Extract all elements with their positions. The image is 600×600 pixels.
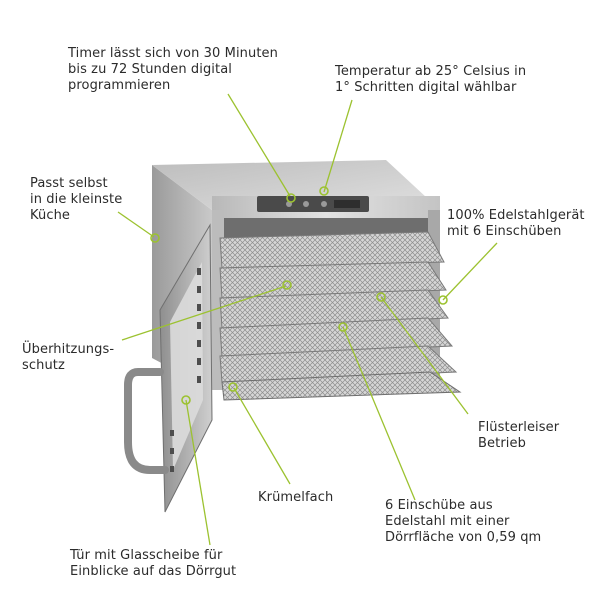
callout-door-line-2: Einblicke auf das Dörrgut — [70, 564, 237, 579]
leader-line-kitchen — [117, 211, 155, 238]
callout-kitchen-line-2: in die kleinste — [30, 192, 123, 207]
callout-quiet: Flüsterleiser Betrieb — [478, 420, 559, 452]
callout-trays: 6 Einschübe aus Edelstahl mit einer Dörr… — [385, 498, 541, 546]
leader-line-temperature — [323, 99, 353, 193]
tray-4 — [219, 317, 454, 357]
marker-timer — [286, 193, 296, 203]
marker-trays — [338, 322, 348, 332]
callout-timer-line-3: programmieren — [68, 78, 171, 93]
callout-kitchen-line-1: Passt selbst — [30, 176, 108, 191]
door-vents — [170, 268, 201, 472]
leader-line-quiet — [380, 296, 469, 415]
marker-crumb — [228, 382, 238, 392]
callout-trays-line-2: Edelstahl mit einer — [385, 514, 510, 529]
callout-trays-line-1: 6 Einschübe aus — [385, 498, 493, 513]
crumb-tray — [221, 371, 462, 401]
leader-line-overheat — [121, 285, 287, 341]
callout-kitchen: Passt selbst in die kleinste Küche — [30, 176, 122, 224]
marker-steel — [438, 295, 448, 305]
callout-timer: Timer lässt sich von 30 Minuten bis zu 7… — [68, 46, 278, 94]
callout-overheat-line-1: Überhitzungs- — [22, 342, 115, 357]
callout-trays-line-3: Dörrfläche von 0,59 qm — [385, 530, 542, 545]
callout-door-line-1: Tür mit Glasscheibe für — [70, 548, 223, 563]
control-panel — [257, 196, 369, 212]
marker-door — [181, 395, 191, 405]
callout-kitchen-line-3: Küche — [30, 208, 71, 223]
door — [124, 223, 213, 513]
callout-markers — [150, 186, 448, 405]
callout-steel: 100% Edelstahlgerät mit 6 Einschüben — [447, 208, 585, 240]
tray-3 — [219, 289, 449, 329]
callout-steel-line-2: mit 6 Einschüben — [447, 224, 562, 239]
callout-timer-line-2: bis zu 72 Stunden digital — [68, 62, 232, 77]
door-handle — [124, 368, 169, 474]
marker-overheat — [282, 280, 292, 290]
digital-readout — [334, 200, 360, 208]
callout-timer-line-1: Timer lässt sich von 30 Minuten — [68, 46, 278, 61]
temperature-button — [321, 201, 327, 207]
marker-quiet — [376, 292, 386, 302]
leader-lines — [117, 93, 498, 546]
trays — [219, 231, 462, 401]
marker-kitchen — [150, 233, 160, 243]
leader-line-steel — [442, 242, 498, 301]
callout-quiet-line-2: Betrieb — [478, 436, 526, 451]
callout-door: Tür mit Glasscheibe für Einblicke auf da… — [70, 548, 236, 580]
callout-temperature: Temperatur ab 25° Celsius in 1° Schritte… — [335, 64, 526, 96]
power-button — [303, 201, 309, 207]
callout-crumb-line-1: Krümelfach — [258, 490, 334, 505]
callout-steel-line-1: 100% Edelstahlgerät — [447, 208, 585, 223]
callout-crumb: Krümelfach — [258, 490, 333, 506]
callout-quiet-line-1: Flüsterleiser — [478, 420, 560, 435]
door-glass — [170, 262, 203, 470]
leader-line-door — [185, 399, 211, 546]
callout-temperature-line-2: 1° Schritten digital wählbar — [335, 80, 517, 95]
callout-overheat: Überhitzungs- schutz — [22, 342, 114, 374]
leader-line-crumb — [233, 387, 291, 485]
leader-line-timer — [227, 93, 291, 197]
tray-5 — [219, 345, 458, 383]
leader-line-trays — [342, 326, 416, 501]
callout-temperature-line-1: Temperatur ab 25° Celsius in — [335, 64, 527, 79]
marker-temperature — [319, 186, 329, 196]
tray-1 — [219, 231, 445, 269]
callout-overheat-line-2: schutz — [22, 358, 65, 373]
